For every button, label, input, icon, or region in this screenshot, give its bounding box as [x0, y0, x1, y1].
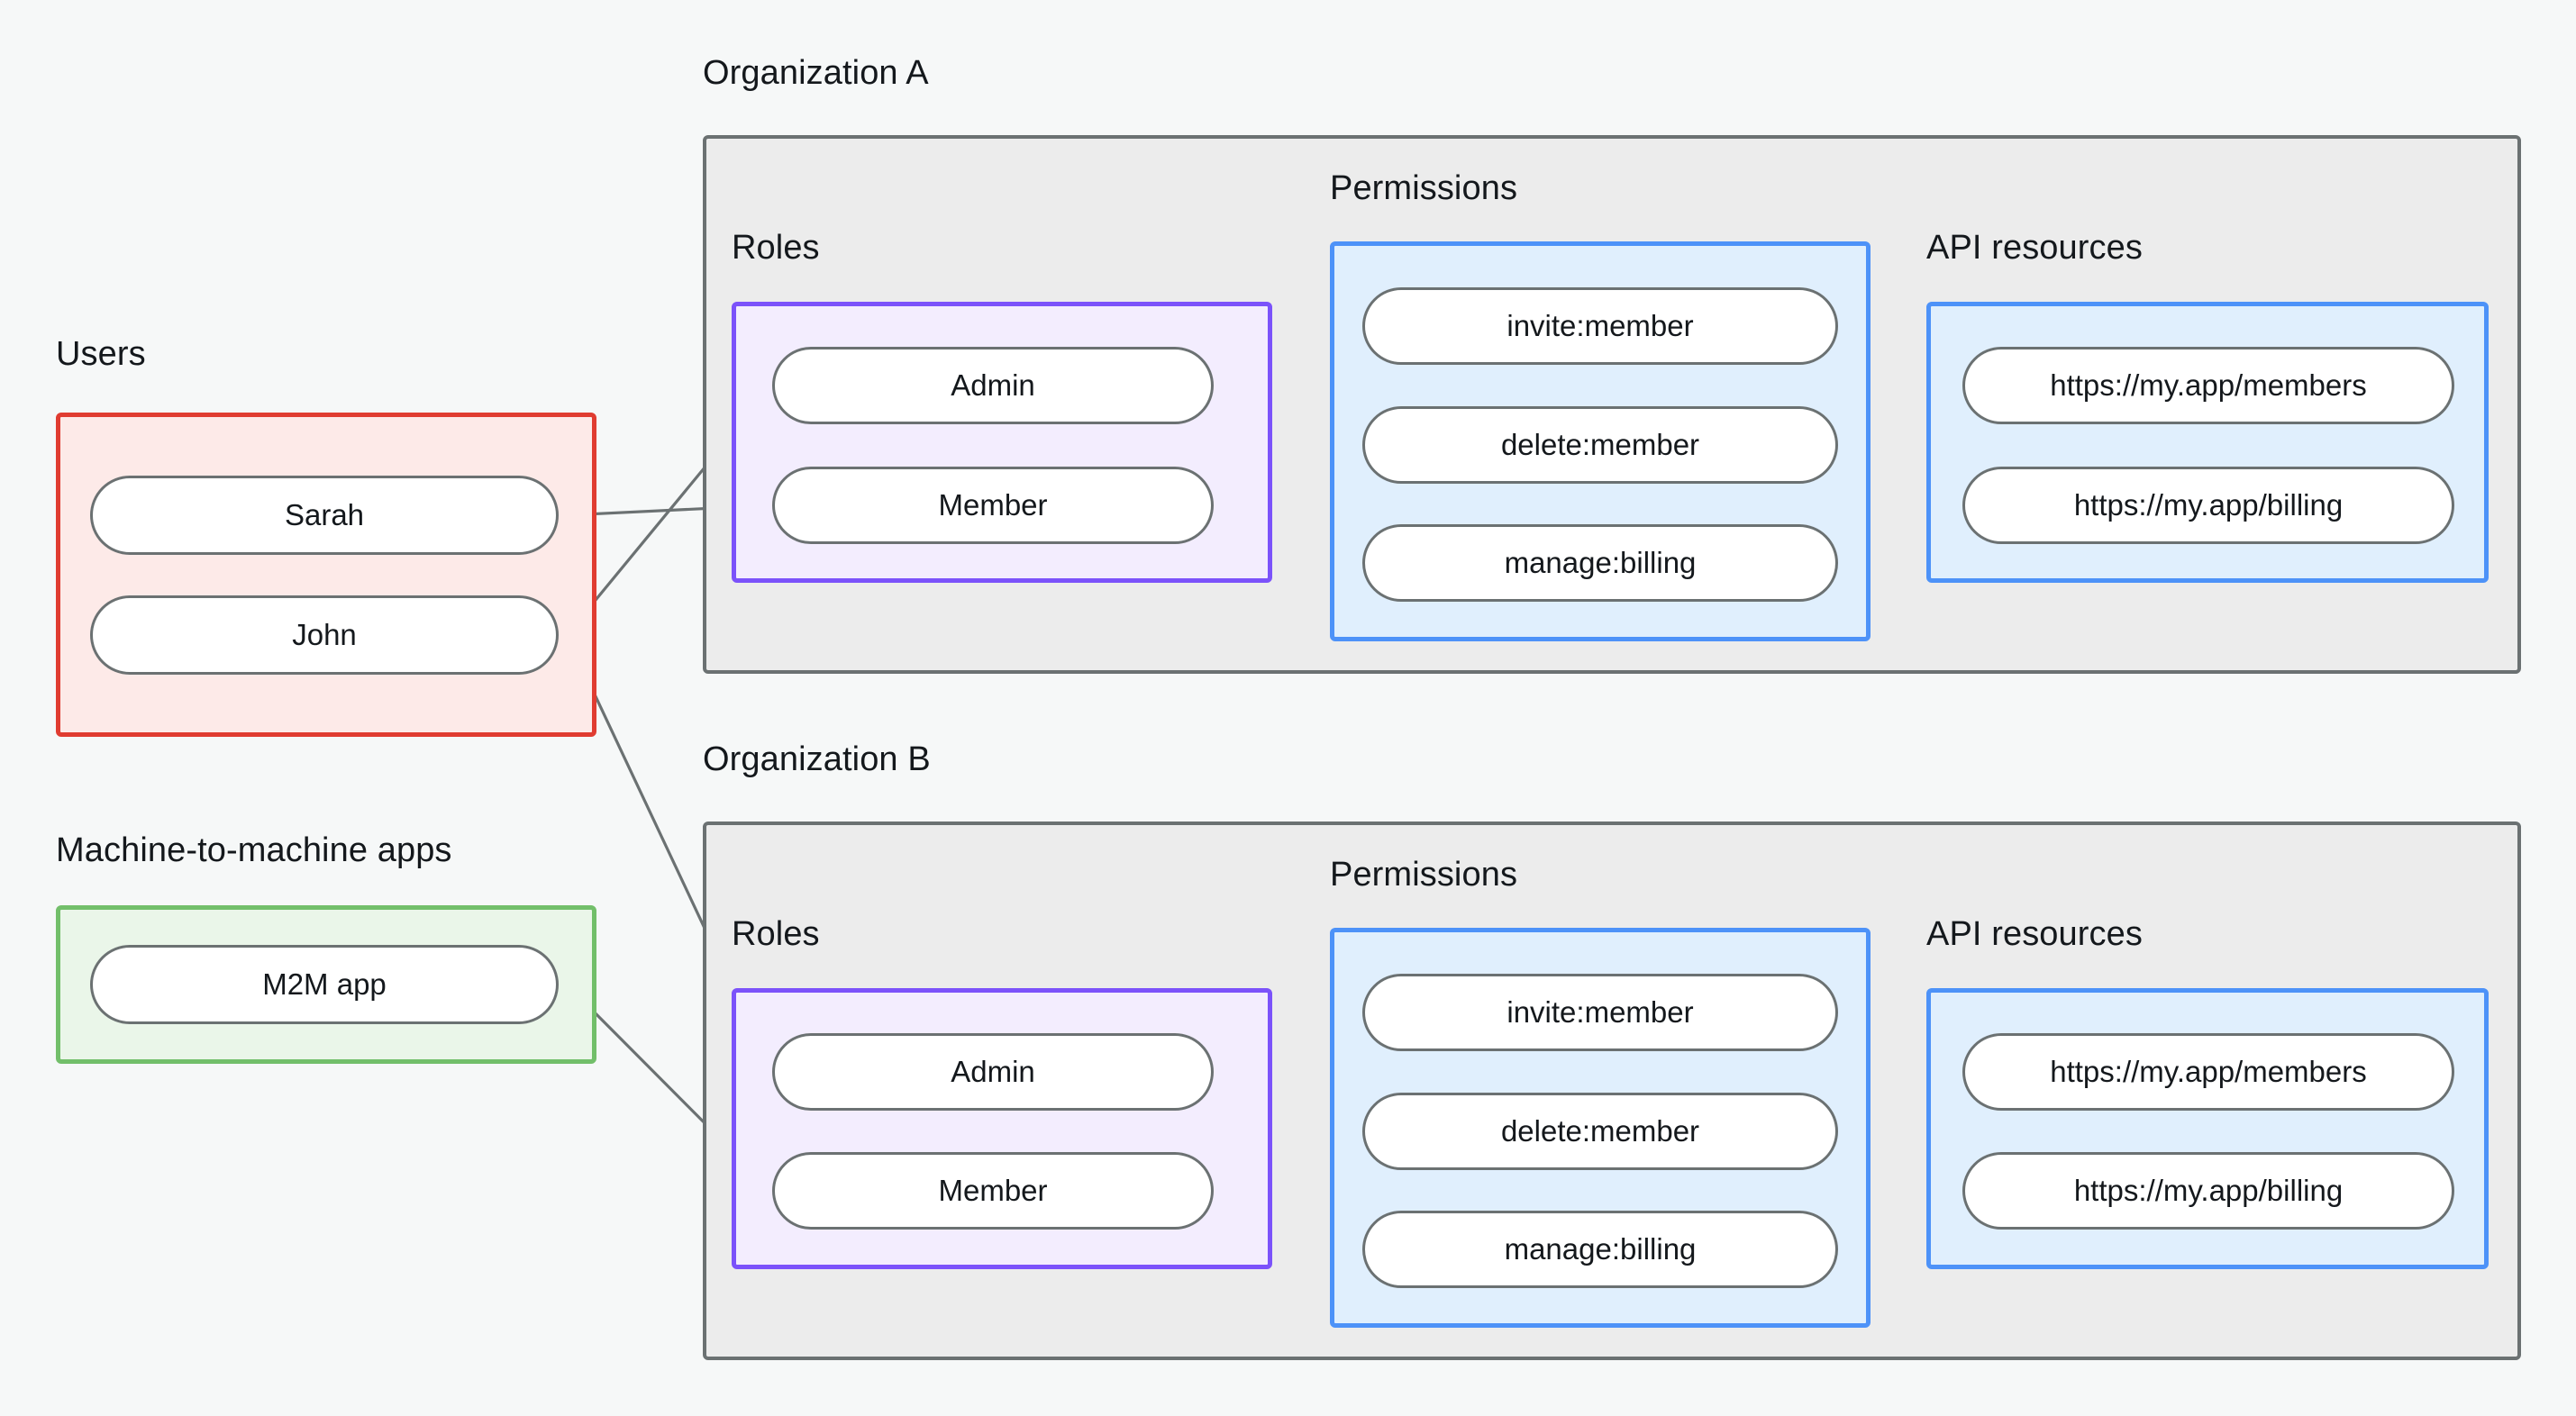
users-group-box	[56, 413, 596, 737]
organization-a-role-admin[interactable]: Admin	[772, 347, 1214, 424]
organization-b-permissions-label: Permissions	[1330, 856, 1518, 894]
user-node-john[interactable]: John	[90, 595, 559, 675]
organization-a-resource-members[interactable]: https://my.app/members	[1962, 347, 2454, 424]
organization-a-role-member[interactable]: Member	[772, 467, 1214, 544]
organization-b-permission-invite-member[interactable]: invite:member	[1362, 974, 1838, 1051]
organization-b-permission-delete-member[interactable]: delete:member	[1362, 1093, 1838, 1170]
users-group-label: Users	[56, 335, 146, 373]
organization-b-role-member[interactable]: Member	[772, 1152, 1214, 1230]
organization-a-permission-invite-member[interactable]: invite:member	[1362, 287, 1838, 365]
organization-b-resource-billing[interactable]: https://my.app/billing	[1962, 1152, 2454, 1230]
organization-b-label: Organization B	[703, 740, 931, 778]
organization-b-api-resources-label: API resources	[1926, 915, 2143, 953]
organization-a-api-resources-label: API resources	[1926, 229, 2143, 267]
organization-a-label: Organization A	[703, 54, 929, 92]
m2m-node-app[interactable]: M2M app	[90, 945, 559, 1024]
machine-apps-group-label: Machine-to-machine apps	[56, 831, 452, 869]
organization-a-permissions-label: Permissions	[1330, 169, 1518, 207]
organization-b-permission-manage-billing[interactable]: manage:billing	[1362, 1211, 1838, 1288]
organization-b-role-admin[interactable]: Admin	[772, 1033, 1214, 1111]
organization-a-permission-manage-billing[interactable]: manage:billing	[1362, 524, 1838, 602]
organization-a-roles-label: Roles	[732, 229, 820, 267]
organization-b-resource-members[interactable]: https://my.app/members	[1962, 1033, 2454, 1111]
user-node-sarah[interactable]: Sarah	[90, 476, 559, 555]
organization-a-permission-delete-member[interactable]: delete:member	[1362, 406, 1838, 484]
organization-a-resource-billing[interactable]: https://my.app/billing	[1962, 467, 2454, 544]
organization-b-roles-label: Roles	[732, 915, 820, 953]
